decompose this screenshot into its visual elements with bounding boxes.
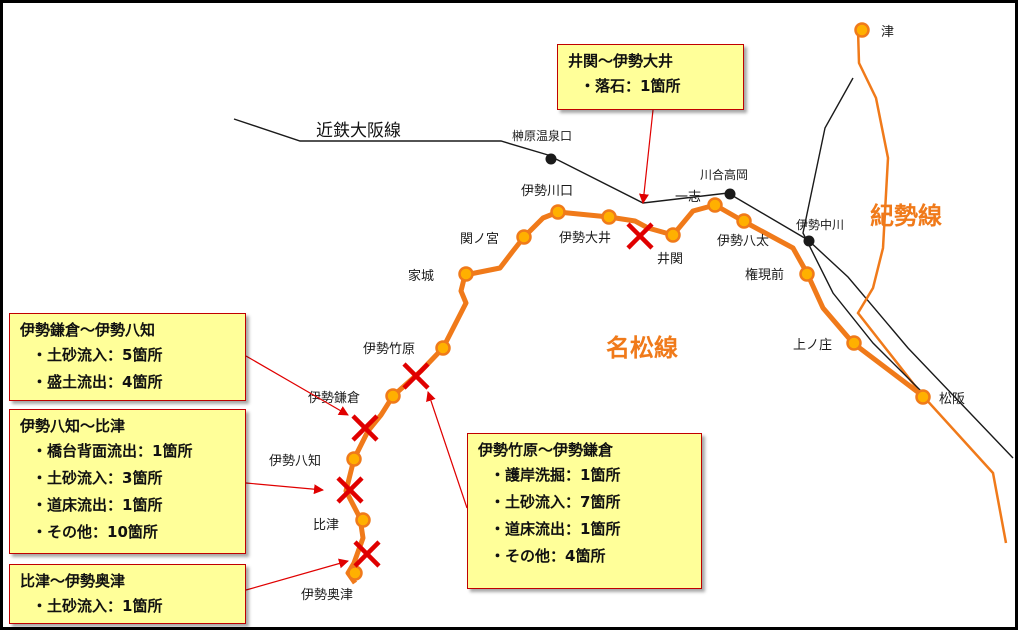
x-mark-icon [353, 540, 381, 568]
station-label-ise-hata: 伊勢八太 [717, 234, 769, 249]
junction-dot-icon [545, 153, 557, 165]
damage-item: ・土砂流入：1箇所 [32, 597, 163, 615]
junction-dot-icon [803, 235, 815, 247]
damage-item: ・道床流出：1箇所 [32, 496, 163, 514]
kisei-line [856, 29, 1008, 544]
station-label-izeki: 井関 [657, 252, 683, 267]
station-dot-icon [347, 565, 363, 581]
station-label-gongenmae: 権現前 [745, 267, 784, 283]
damage-item: ・その他：4箇所 [490, 547, 606, 565]
damage-item: ・土砂流入：5箇所 [32, 346, 163, 364]
station-label-seki-no-miya: 関ノ宮 [460, 231, 499, 247]
station-label-ise-yachi: 伊勢八知 [269, 453, 321, 469]
junction-dot-icon [724, 188, 736, 200]
line-label-kintetsu: 近鉄大阪線 [316, 121, 401, 141]
station-dot-icon [516, 229, 532, 245]
damage-box-list: ・土砂流入：5箇所 ・盛土流出：4箇所 [20, 342, 235, 396]
station-label-matsusaka: 松阪 [939, 392, 965, 407]
line-label-meisho: 名松線 [606, 334, 678, 362]
station-dot-icon [550, 204, 566, 220]
station-dot-icon [346, 451, 362, 467]
line-label-kisei: 紀勢線 [870, 202, 942, 230]
damage-box-kamakura-yachi: 伊勢鎌倉～伊勢八知 ・土砂流入：5箇所 ・盛土流出：4箇所 [9, 313, 246, 401]
damage-box-list: ・護岸洗掘：1箇所 ・土砂流入：7箇所 ・道床流出：1箇所 ・その他：4箇所 [478, 462, 691, 570]
callout-arrow [638, 109, 654, 204]
damage-item: ・落石：1箇所 [580, 77, 681, 95]
x-mark-icon [626, 222, 654, 250]
damage-item: ・盛土流出：4箇所 [32, 373, 163, 391]
branch-line [802, 77, 929, 399]
x-mark-icon [351, 414, 379, 442]
damage-item: ・土砂流入：3箇所 [32, 469, 163, 487]
damage-box-list: ・落石：1箇所 [568, 73, 733, 100]
station-dot-icon [915, 389, 931, 405]
station-dot-icon [355, 512, 371, 528]
x-mark-icon [402, 362, 430, 390]
damage-box-list: ・橋台背面流出：1箇所 ・土砂流入：3箇所 ・道床流出：1箇所 ・その他：10箇… [20, 438, 235, 546]
damage-item: ・土砂流入：7箇所 [490, 493, 621, 511]
railway-map: 松阪 上ノ庄 権現前 伊勢八太 一志 井関 伊勢大井 伊勢川口 関ノ宮 家城 伊… [233, 22, 1014, 603]
station-label-isshi: 一志 [675, 190, 701, 205]
station-dot-icon [458, 266, 474, 282]
damage-box-yachi-hitsu: 伊勢八知～比津 ・橋台背面流出：1箇所 ・土砂流入：3箇所 ・道床流出：1箇所 … [9, 409, 246, 554]
station-label-kaminosho: 上ノ庄 [793, 337, 832, 353]
station-dot-icon [854, 22, 870, 38]
callout-arrow [245, 482, 324, 495]
damage-box-list: ・土砂流入：1箇所 [20, 593, 235, 620]
station-label-ise-takehara: 伊勢竹原 [363, 342, 415, 357]
damage-box-title: 伊勢竹原～伊勢鎌倉 [478, 441, 614, 459]
station-dot-icon [385, 388, 401, 404]
damage-box-izeki-ise-oi: 井関～伊勢大井 ・落石：1箇所 [557, 44, 744, 110]
station-label-tsu: 津 [881, 25, 894, 40]
callout-arrow [245, 355, 349, 416]
damage-box-takehara-kamakura: 伊勢竹原～伊勢鎌倉 ・護岸洗掘：1箇所 ・土砂流入：7箇所 ・道床流出：1箇所 … [467, 433, 702, 589]
station-dot-icon [736, 213, 752, 229]
station-label-kawai-takaoka: 川合高岡 [700, 167, 748, 182]
station-label-sakakibara-onsenguchi: 榊原温泉口 [512, 129, 572, 143]
x-mark-icon [336, 476, 364, 504]
station-dot-icon [846, 335, 862, 351]
damage-item: ・道床流出：1箇所 [490, 520, 621, 538]
kintetsu-line [233, 118, 1014, 459]
station-label-ise-nakagawa: 伊勢中川 [796, 217, 844, 232]
station-label-ise-oi: 伊勢大井 [559, 231, 611, 246]
damage-item: ・その他：10箇所 [32, 523, 158, 541]
station-label-ise-kawaguchi: 伊勢川口 [521, 184, 573, 199]
damage-item: ・護岸洗掘：1箇所 [490, 466, 621, 484]
station-dot-icon [665, 227, 681, 243]
damage-box-title: 井関～伊勢大井 [568, 52, 674, 70]
damage-box-title: 伊勢鎌倉～伊勢八知 [20, 321, 156, 339]
station-dot-icon [799, 266, 815, 282]
station-label-hitsu: 比津 [313, 518, 339, 533]
damage-box-title: 伊勢八知～比津 [20, 417, 126, 435]
callout-arrow [426, 391, 468, 509]
station-label-ieki: 家城 [408, 268, 434, 284]
callout-arrow [245, 558, 349, 591]
station-dot-icon [601, 209, 617, 225]
damage-item: ・橋台背面流出：1箇所 [32, 442, 193, 460]
damage-box-hitsu-okitsu: 比津～伊勢奥津 ・土砂流入：1箇所 [9, 564, 246, 624]
station-label-ise-okitsu: 伊勢奥津 [301, 588, 353, 603]
station-dot-icon [435, 340, 451, 356]
station-dot-icon [707, 197, 723, 213]
damage-box-title: 比津～伊勢奥津 [20, 572, 126, 590]
station-label-ise-kamakura: 伊勢鎌倉 [308, 391, 360, 406]
